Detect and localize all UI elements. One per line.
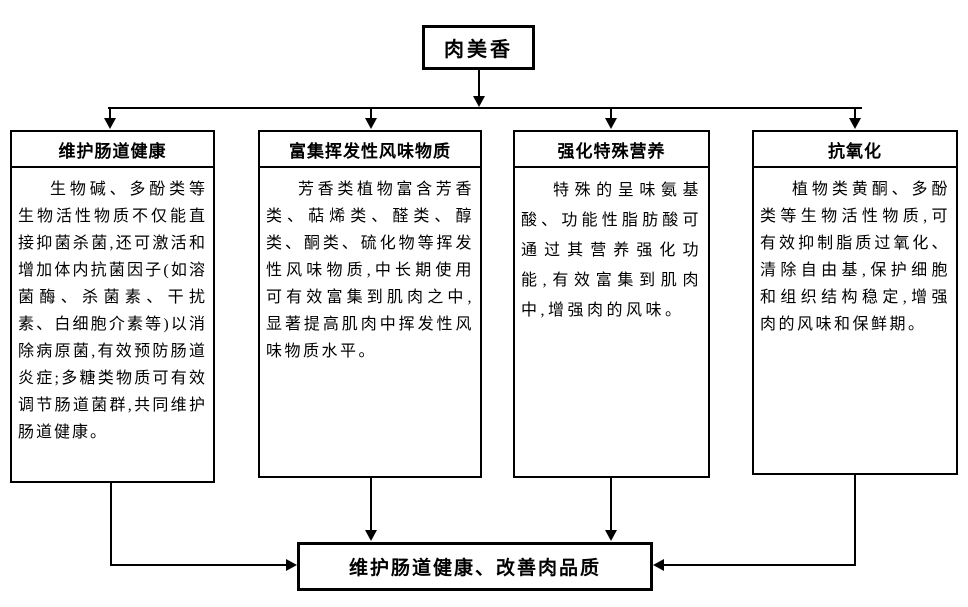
branch-node-antioxidant: 抗氧化 植物类黄酮、多酚类等生物活性物质,可有效抑制脂质过氧化、清除自由基,保护… bbox=[752, 130, 958, 475]
branch-title-text: 强化特殊营养 bbox=[557, 141, 666, 161]
outcome-node-label: 维护肠道健康、改善肉品质 bbox=[348, 558, 601, 579]
branch-node-special-nutrition: 强化特殊营养 特殊的呈味氨基酸、功能性脂肪酸可通过其营养强化功能,有效富集到肌肉… bbox=[513, 130, 710, 478]
drop-connector-3 bbox=[610, 109, 612, 119]
outcome-arrowhead-3-icon bbox=[605, 530, 617, 541]
root-node-label: 肉美香 bbox=[444, 39, 513, 61]
outcome-connector-4-horizontal bbox=[664, 564, 854, 566]
branch-title-text: 维护肠道健康 bbox=[58, 141, 167, 161]
outcome-connector-4-vertical bbox=[854, 475, 856, 566]
branch-node-volatile-flavor: 富集挥发性风味物质 芳香类植物富含芳香类、萜烯类、醛类、醇类、酮类、硫化物等挥发… bbox=[258, 130, 482, 478]
branch-title-special-nutrition: 强化特殊营养 bbox=[513, 130, 710, 168]
drop-connector-4 bbox=[854, 109, 856, 119]
drop-arrowhead-3-icon bbox=[605, 118, 617, 129]
drop-connector-1 bbox=[109, 109, 111, 119]
branch-title-text: 抗氧化 bbox=[828, 141, 882, 161]
drop-connector-2 bbox=[370, 109, 372, 119]
root-stem-arrowhead-icon bbox=[473, 96, 485, 107]
outcome-connector-1-vertical bbox=[110, 483, 112, 566]
drop-arrowhead-1-icon bbox=[104, 118, 116, 129]
branch-body-gut-health: 生物碱、多酚类等生物活性物质不仅能直接抑菌杀菌,还可激活和增加体内抗菌因子(如溶… bbox=[10, 166, 215, 483]
outcome-connector-2 bbox=[370, 478, 372, 531]
branch-title-antioxidant: 抗氧化 bbox=[752, 130, 958, 168]
branch-body-antioxidant: 植物类黄酮、多酚类等生物活性物质,可有效抑制脂质过氧化、清除自由基,保护细胞和组… bbox=[752, 166, 958, 475]
branch-horizontal-connector bbox=[108, 107, 862, 109]
outcome-arrowhead-2-icon bbox=[365, 530, 377, 541]
branch-title-volatile-flavor: 富集挥发性风味物质 bbox=[258, 130, 482, 168]
drop-arrowhead-4-icon bbox=[849, 118, 861, 129]
drop-arrowhead-2-icon bbox=[365, 118, 377, 129]
branch-title-gut-health: 维护肠道健康 bbox=[10, 130, 215, 168]
outcome-arrowhead-4-icon bbox=[653, 559, 664, 571]
branch-node-gut-health: 维护肠道健康 生物碱、多酚类等生物活性物质不仅能直接抑菌杀菌,还可激活和增加体内… bbox=[10, 130, 215, 483]
branch-title-text: 富集挥发性风味物质 bbox=[289, 141, 451, 161]
root-stem-connector bbox=[478, 69, 480, 97]
root-node-box: 肉美香 bbox=[422, 25, 535, 70]
outcome-connector-1-horizontal bbox=[110, 564, 286, 566]
branch-body-volatile-flavor: 芳香类植物富含芳香类、萜烯类、醛类、醇类、酮类、硫化物等挥发性风味物质,中长期使… bbox=[258, 166, 482, 478]
outcome-node-box: 维护肠道健康、改善肉品质 bbox=[297, 542, 653, 591]
outcome-connector-3 bbox=[610, 478, 612, 531]
branch-body-special-nutrition: 特殊的呈味氨基酸、功能性脂肪酸可通过其营养强化功能,有效富集到肌肉中,增强肉的风… bbox=[513, 166, 710, 478]
outcome-arrowhead-1-icon bbox=[286, 559, 297, 571]
